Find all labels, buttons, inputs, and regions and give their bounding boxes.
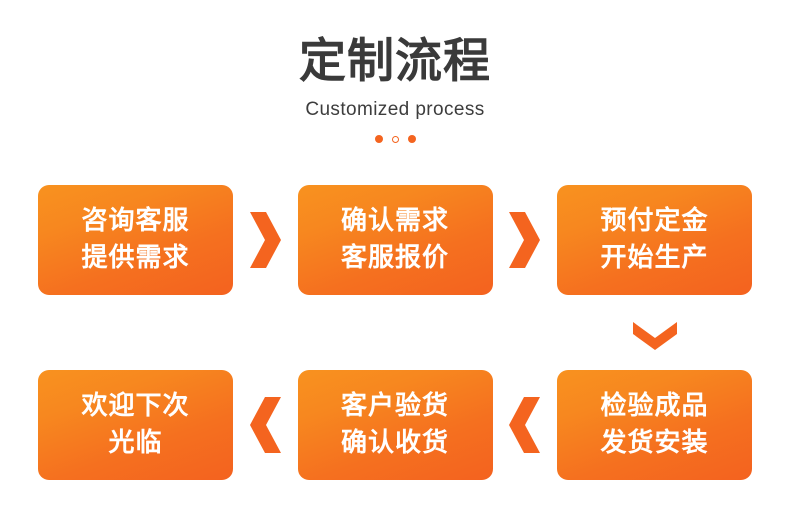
step-line-1: 客户验货 <box>340 391 449 421</box>
connector-4 <box>233 370 298 480</box>
connector-2 <box>493 185 558 295</box>
step-line-2: 确认收货 <box>340 428 449 458</box>
dot-separator <box>0 122 790 143</box>
step-box-6[interactable]: 欢迎下次 光临 <box>38 370 233 480</box>
chevron-right-icon <box>249 212 281 268</box>
chevron-left-icon <box>509 397 541 453</box>
page-title: 定制流程 <box>299 34 491 89</box>
step-line-1: 咨询客服 <box>81 206 190 236</box>
step-box-4[interactable]: 检验成品 发货安装 <box>557 370 752 480</box>
step-line-2: 光临 <box>108 428 163 458</box>
chevron-left-icon <box>249 397 281 453</box>
step-line-1: 确认需求 <box>340 206 449 236</box>
step-box-2[interactable]: 确认需求 客服报价 <box>297 185 493 295</box>
step-box-5[interactable]: 客户验货 确认收货 <box>297 370 493 480</box>
step-line-2: 提供需求 <box>81 243 190 273</box>
step-line-2: 开始生产 <box>600 243 709 273</box>
flow-row-top: 咨询客服 提供需求 确认需求 客服报价 预付定金 开始生产 <box>38 185 752 295</box>
chevron-down-icon <box>632 322 677 350</box>
connector-1 <box>233 185 298 295</box>
header: 定制流程 Customized process <box>0 0 790 143</box>
step-line-1: 预付定金 <box>600 206 709 236</box>
step-box-3[interactable]: 预付定金 开始生产 <box>557 185 752 295</box>
dot-filled-icon <box>374 135 383 143</box>
step-line-2: 客服报价 <box>340 243 449 273</box>
step-line-1: 欢迎下次 <box>81 391 190 421</box>
chevron-right-icon <box>509 212 541 268</box>
dot-hollow-icon <box>391 135 399 143</box>
connector-turn <box>557 312 752 360</box>
page-subtitle: Customized process <box>305 99 485 120</box>
step-line-2: 发货安装 <box>600 428 709 458</box>
flow-row-bottom: 欢迎下次 光临 客户验货 确认收货 检验成品 发货安装 <box>38 370 752 480</box>
step-box-1[interactable]: 咨询客服 提供需求 <box>38 185 233 295</box>
step-line-1: 检验成品 <box>600 391 709 421</box>
connector-3 <box>493 370 558 480</box>
dot-filled-icon <box>407 135 416 143</box>
